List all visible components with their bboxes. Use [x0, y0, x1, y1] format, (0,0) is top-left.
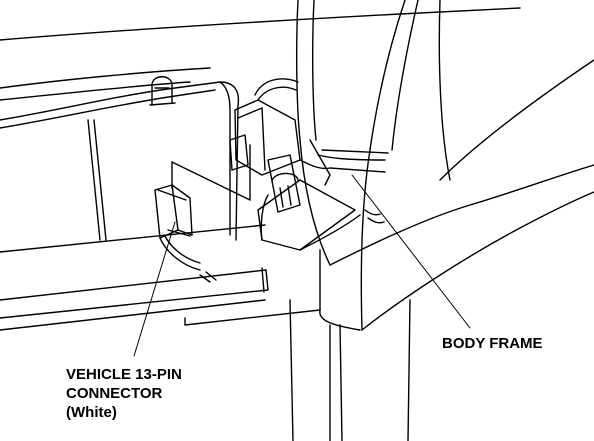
- left-pillar: [88, 120, 106, 240]
- body-frame-pillar: [297, 0, 594, 330]
- connector-callout-line3: (White): [66, 404, 117, 421]
- roof-panel-lines: [0, 8, 520, 100]
- latch-post: [150, 77, 175, 105]
- connector-callout-line2: CONNECTOR: [66, 385, 163, 402]
- lower-frame-members: [290, 300, 410, 441]
- connector-callout-line1: VEHICLE 13-PIN: [66, 366, 182, 383]
- lower-sill: [0, 225, 320, 330]
- connector-plug: [155, 185, 200, 270]
- guide-lines: [172, 145, 250, 200]
- connector-callout: VEHICLE 13-PIN CONNECTOR (White): [66, 365, 182, 422]
- harness-bracket: [230, 79, 388, 250]
- body-frame-callout: BODY FRAME: [442, 335, 543, 352]
- tailgate-panel: [0, 82, 238, 240]
- leader-lines: [134, 175, 470, 356]
